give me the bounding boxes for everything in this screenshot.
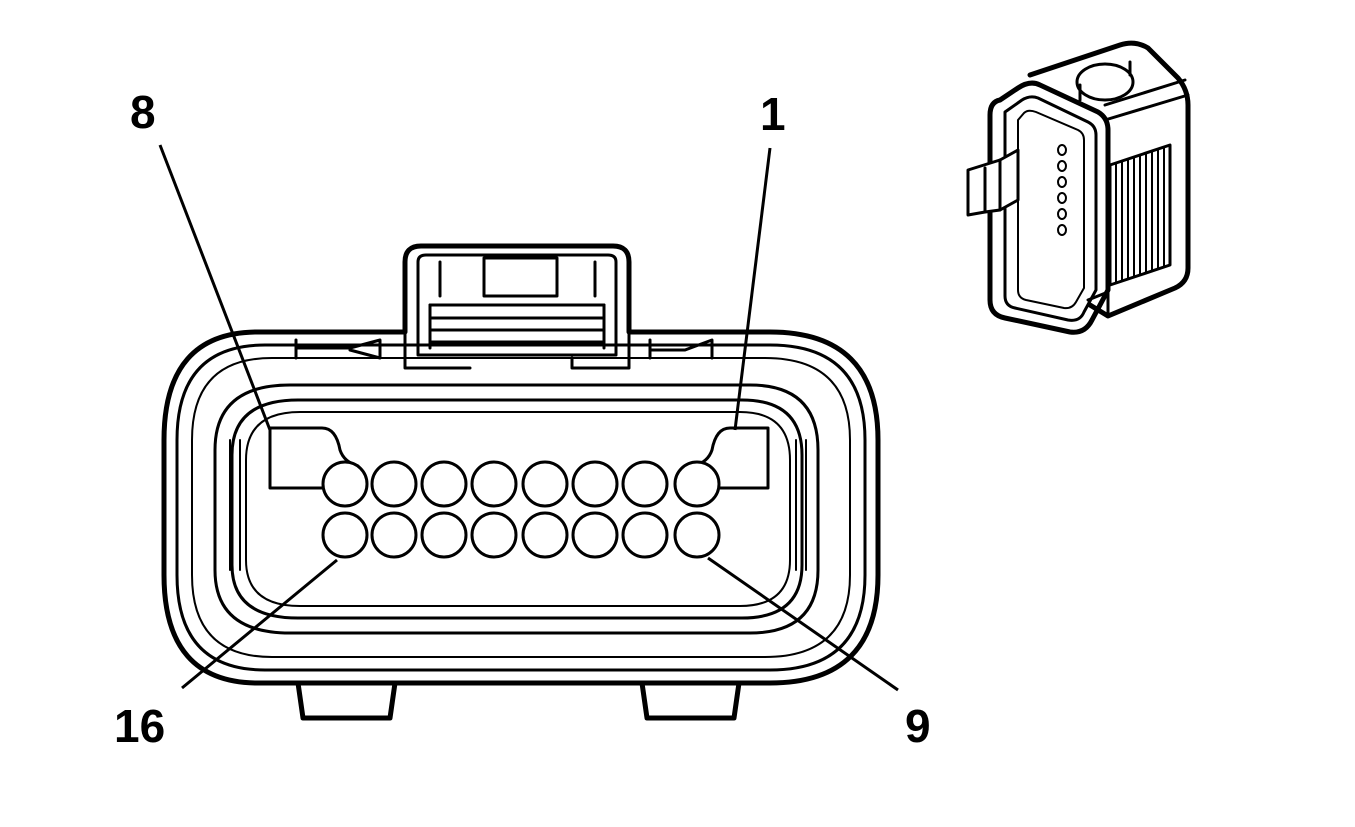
inset-top-hole	[1075, 62, 1135, 102]
cavity-row-bottom	[321, 511, 721, 559]
cavity-14	[420, 511, 468, 559]
cavity-13	[470, 511, 518, 559]
connector-shell-inner-1	[175, 343, 867, 672]
cavity-row-top	[321, 460, 721, 508]
connector-outer-shell	[161, 243, 881, 686]
pin-label-16: 16	[114, 700, 165, 752]
cavity-9	[673, 511, 721, 559]
connector-face	[161, 243, 881, 721]
locking-latch	[416, 253, 618, 357]
cavity-16	[321, 511, 369, 559]
connector-shell-inner-2	[191, 357, 851, 658]
inset-ribbed-panel	[1108, 143, 1172, 287]
pin-label-8: 8	[130, 86, 156, 138]
bottom-left-foot	[295, 680, 398, 721]
inset-side-latch	[966, 148, 1020, 217]
cavity-12	[521, 511, 569, 559]
connector-face-floor	[245, 411, 791, 607]
leader-pin-9	[707, 556, 899, 692]
cavity-6	[420, 460, 468, 508]
cavity-4	[521, 460, 569, 508]
cavity-2	[621, 460, 669, 508]
pin-label-1: 1	[760, 88, 786, 140]
inset-housing-back	[1027, 40, 1191, 319]
top-right-rib	[648, 338, 714, 360]
cavity-7	[370, 460, 418, 508]
cavity-15	[370, 511, 418, 559]
pin-label-9: 9	[905, 700, 931, 752]
top-left-rib	[294, 338, 382, 360]
leader-pin-1	[733, 147, 772, 431]
top-rail-step-left	[403, 330, 472, 370]
cavity-3	[571, 460, 619, 508]
cavity-10	[621, 511, 669, 559]
connector-cavity-well	[230, 398, 804, 620]
cavity-5	[470, 460, 518, 508]
inset-front-face	[987, 80, 1111, 335]
bottom-right-foot	[639, 680, 742, 721]
cavity-11	[571, 511, 619, 559]
top-rail-step-right	[570, 330, 631, 370]
leader-pin-8	[158, 144, 272, 431]
cavity-1	[673, 460, 721, 508]
cavity-8	[321, 460, 369, 508]
leader-pin-16	[181, 558, 338, 690]
connector-face-rim	[213, 383, 820, 635]
connector-isometric-inset	[966, 40, 1191, 335]
inset-pin-column	[1057, 144, 1067, 236]
